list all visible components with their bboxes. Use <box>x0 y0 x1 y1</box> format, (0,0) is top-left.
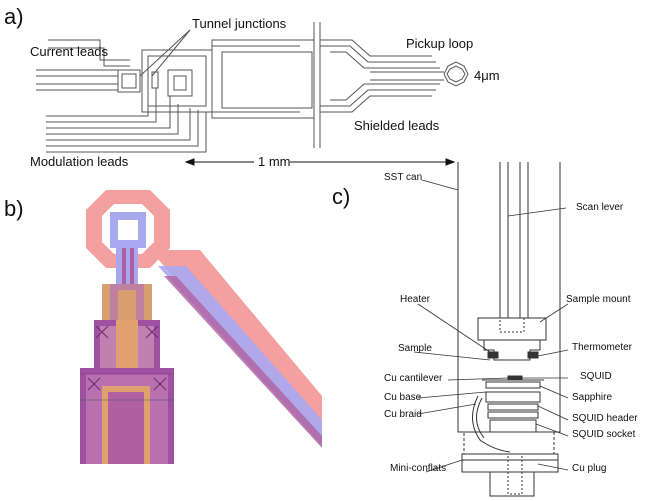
scan-lever-label: Scan lever <box>576 202 624 213</box>
squid-label: SQUID <box>580 371 612 382</box>
pickup-loop-label: Pickup loop <box>406 36 474 51</box>
panel-b-letter: b) <box>4 196 24 221</box>
shielded-leads-label: Shielded leads <box>354 118 440 133</box>
mini-conflats-label: Mini-conflats <box>390 463 447 474</box>
panel-c-letter: c) <box>332 184 351 209</box>
sample-mount-label: Sample mount <box>566 294 631 305</box>
heater-label: Heater <box>400 294 431 305</box>
tunnel-junctions-label: Tunnel junctions <box>192 16 287 31</box>
sample-label: Sample <box>398 343 432 354</box>
cu-cantilever-label: Cu cantilever <box>384 373 443 384</box>
size-label: 4μm <box>474 68 500 83</box>
sst-can-label: SST can <box>384 172 423 183</box>
scale-label: 1 mm <box>258 154 291 169</box>
sapphire-label: Sapphire <box>572 392 613 403</box>
squid-socket-label: SQUID socket <box>572 429 636 440</box>
modulation-leads-label: Modulation leads <box>30 154 129 169</box>
squid-header-label: SQUID header <box>572 413 638 424</box>
panel-a-letter: a) <box>4 4 24 29</box>
thermometer-label: Thermometer <box>572 342 633 353</box>
cu-braid-label: Cu braid <box>384 409 422 420</box>
current-leads-label: Current leads <box>30 44 109 59</box>
cu-plug-label: Cu plug <box>572 463 607 474</box>
cu-base-label: Cu base <box>384 392 422 403</box>
